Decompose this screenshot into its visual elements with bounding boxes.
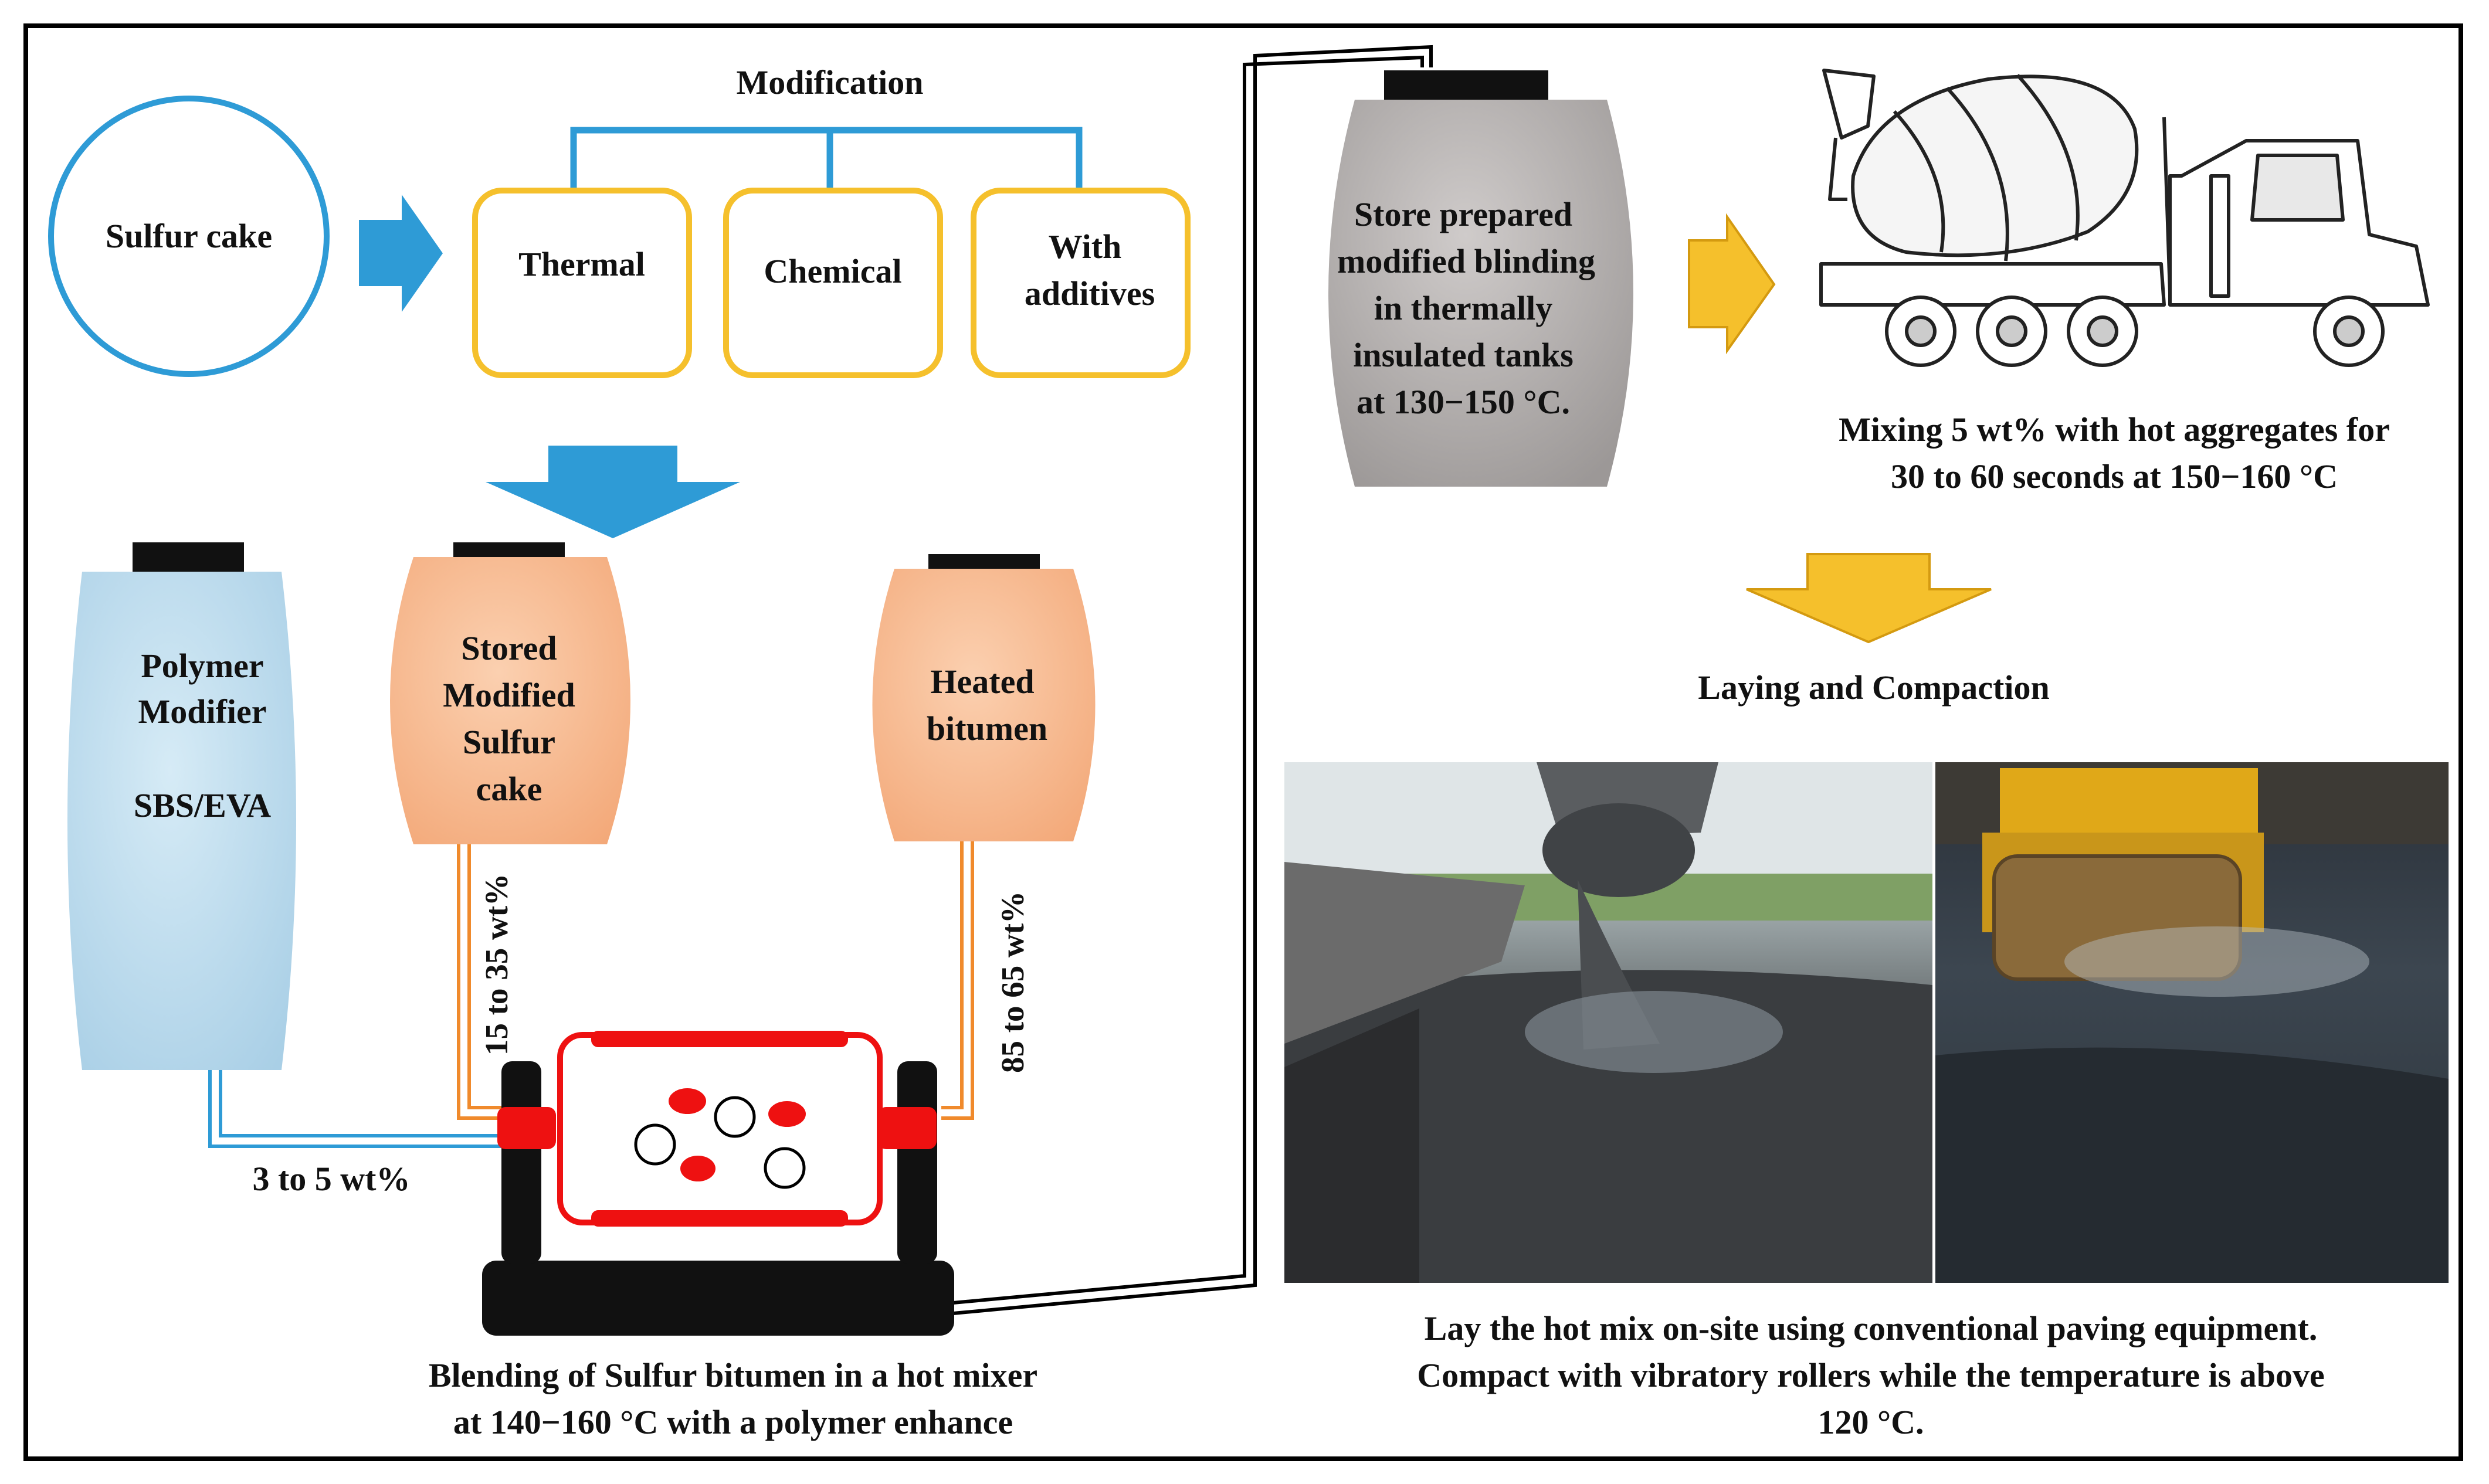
sulfur-tank	[390, 557, 630, 844]
bitumen-tank-label-2: bitumen	[927, 709, 1047, 748]
laying-caption-1: Lay the hot mix on-site using convention…	[1425, 1309, 2318, 1347]
chemical-box	[723, 188, 943, 378]
outer-frame	[23, 23, 2463, 1461]
storage-tank-label-4: insulated tanks	[1353, 336, 1574, 374]
gold-down-arrow-icon	[1746, 553, 1992, 644]
laying-caption-2: Compact with vibratory rollers while the…	[1417, 1356, 2324, 1394]
sulfur-cake-label: Sulfur cake	[106, 217, 272, 255]
storage-tank-label-5: at 130−150 °C.	[1357, 383, 1570, 421]
blue-down-arrow-icon	[486, 446, 740, 538]
modification-tree-connector	[570, 127, 1083, 191]
storage-tank	[1328, 100, 1633, 487]
mixer-to-storage-pipe	[952, 45, 1433, 1315]
with-additives-label-1: With	[1049, 227, 1122, 266]
chemical-label: Chemical	[764, 252, 901, 290]
storage-tank-cap	[1384, 70, 1548, 100]
mixer-right-joint	[878, 1107, 937, 1149]
storage-tank-label-1: Store prepared	[1354, 195, 1572, 233]
sulfur-tank-label-2: Modified	[443, 676, 575, 714]
laying-title: Laying and Compaction	[1698, 668, 2049, 707]
sulfur-pipe	[457, 844, 501, 1120]
sulfur-tank-label-1: Stored	[461, 629, 557, 667]
sulfur-tank-label-4: cake	[476, 770, 542, 808]
hot-mixer	[482, 1031, 954, 1336]
bitumen-pipe	[941, 841, 974, 1120]
mixing-caption-2: 30 to 60 seconds at 150−160 °C	[1891, 457, 2338, 495]
bitumen-tank	[872, 569, 1096, 841]
mixing-caption-1: Mixing 5 wt% with hot aggregates for	[1839, 410, 2390, 449]
sulfur-tank-label-3: Sulfur	[463, 723, 555, 761]
storage-tank-label-3: in thermally	[1374, 289, 1552, 327]
polymer-tank-label-1: Polymer	[141, 647, 263, 685]
laying-caption-3: 120 °C.	[1817, 1403, 1924, 1441]
polymer-ratio-label: 3 to 5 wt%	[252, 1160, 410, 1198]
paving-photo	[1284, 762, 1932, 1283]
polymer-tank-label-3: SBS/EVA	[134, 786, 271, 824]
sulfur-ratio-label: 15 to 35 wt%	[479, 874, 514, 1055]
thermal-label: Thermal	[518, 245, 645, 283]
concrete-mixer-truck-illustration	[1819, 69, 2430, 367]
bitumen-ratio-label: 85 to 65 wt%	[995, 891, 1030, 1073]
gold-right-arrow-icon	[1688, 213, 1776, 355]
roller-photo	[1935, 762, 2449, 1283]
polymer-pipe	[208, 1070, 501, 1148]
modification-title: Modification	[737, 63, 924, 101]
with-additives-box	[971, 188, 1191, 378]
thermal-box	[472, 188, 692, 378]
sulfur-cake-circle	[48, 96, 330, 377]
polymer-tank	[67, 572, 296, 1070]
polymer-tank-label-2: Modifier	[138, 692, 266, 731]
blending-caption-2: at 140−160 °C with a polymer enhance	[453, 1403, 1013, 1441]
with-additives-label-2: additives	[1025, 274, 1155, 313]
bitumen-tank-label-1: Heated	[930, 663, 1034, 701]
mixer-left-joint	[497, 1107, 556, 1149]
storage-tank-label-2: modified blinding	[1337, 242, 1595, 280]
blending-caption-1: Blending of Sulfur bitumen in a hot mixe…	[429, 1356, 1037, 1394]
blue-right-arrow-icon	[359, 195, 443, 312]
